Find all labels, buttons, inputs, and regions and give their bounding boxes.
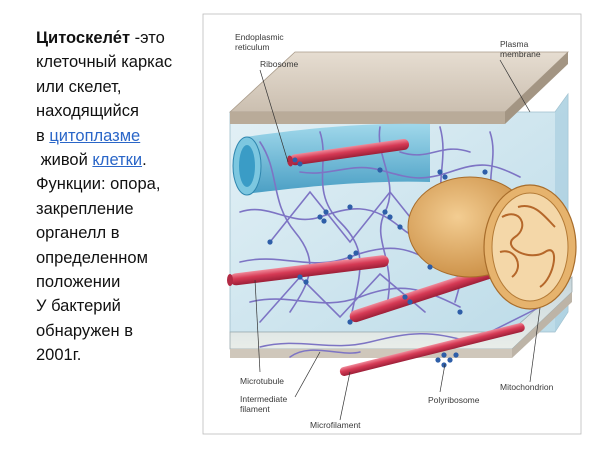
text-line-1: Цитоскеле́т -это xyxy=(36,26,206,50)
text-line-2: клеточный каркас xyxy=(36,53,173,72)
text-line-5: в цитоплазме xyxy=(36,124,206,148)
text-line-5-prefix: в xyxy=(36,126,50,145)
mitochondrion xyxy=(407,176,577,310)
leader-lines xyxy=(254,59,541,421)
text-line-6-suffix: . xyxy=(142,151,147,170)
plasma-membrane-top xyxy=(228,51,569,124)
label-intermediate-2: filament xyxy=(240,404,270,414)
text-line-3: или скелет, xyxy=(36,77,122,96)
text-line-6-prefix: живой xyxy=(36,151,93,170)
label-mitochondrion: Mitochondrion xyxy=(500,382,554,392)
label-polyribosome: Polyribosome xyxy=(428,395,480,405)
link-cell[interactable]: клетки xyxy=(92,151,143,170)
text-line-13: обнаружен в xyxy=(36,321,134,340)
text-line-8: закрепление xyxy=(36,199,134,218)
label-er: Endoplasmic xyxy=(235,32,284,42)
text-line-7: Функции: опора, xyxy=(36,175,161,194)
text-line-9: органелл в xyxy=(36,224,120,243)
ribosomes xyxy=(267,157,488,325)
label-ribosome: Ribosome xyxy=(260,59,299,69)
cytoskeleton-diagram: Endoplasmic reticulum Ribosome Plasma me… xyxy=(200,12,585,437)
polyribosome-cluster xyxy=(435,352,459,368)
label-microtubule: Microtubule xyxy=(240,376,284,386)
text-line-10: определенном xyxy=(36,248,148,267)
definition-text: Цитоскеле́т -это клеточный каркас или ск… xyxy=(36,26,206,368)
text-line-6: живой клетки. xyxy=(36,148,206,172)
text-line-4: находящийся xyxy=(36,102,139,121)
label-plasma-2: membrane xyxy=(500,49,541,59)
text-line-12: У бактерий xyxy=(36,297,121,316)
label-intermediate: Intermediate xyxy=(240,394,288,404)
term-cytoskeleton: Цитоскеле́т xyxy=(36,29,131,47)
label-er-2: reticulum xyxy=(235,42,269,52)
text-line-14: 2001г. xyxy=(36,346,82,365)
link-cytoplasm[interactable]: цитоплазме xyxy=(49,126,141,145)
label-microfilament: Microfilament xyxy=(310,420,361,430)
term-dash: -это xyxy=(130,29,165,47)
label-plasma: Plasma xyxy=(500,39,529,49)
text-line-11: положении xyxy=(36,273,121,292)
cytoskeleton-illustration: Endoplasmic reticulum Ribosome Plasma me… xyxy=(202,13,582,435)
